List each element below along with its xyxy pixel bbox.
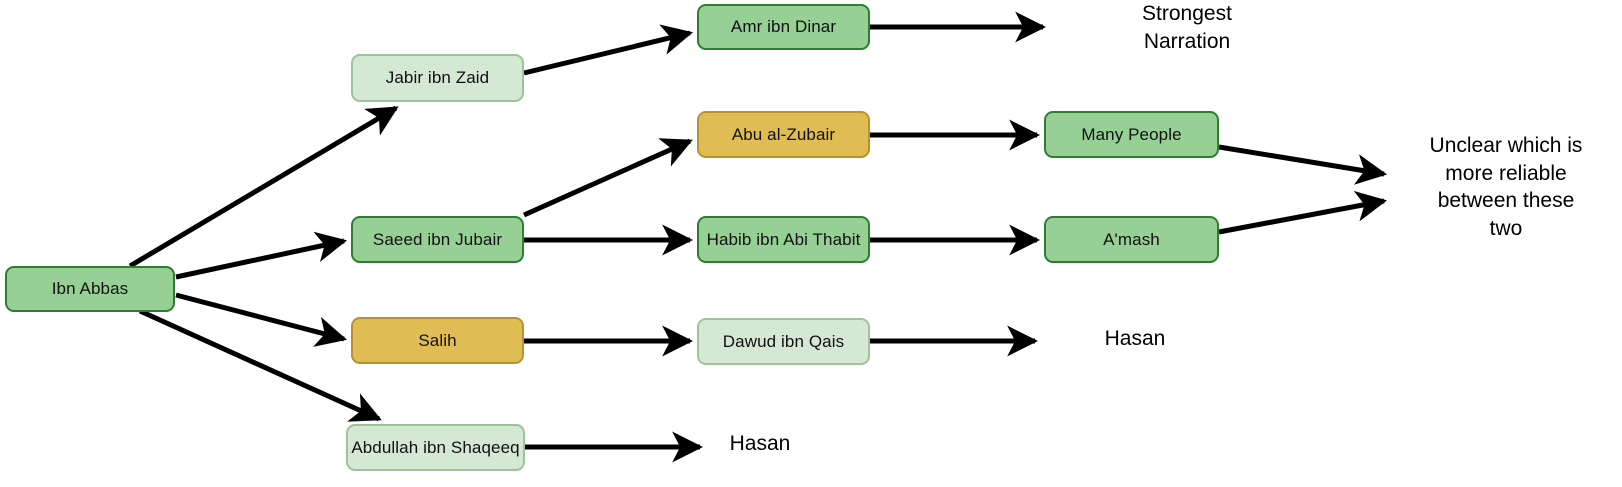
- edge-saeed-abuzubair: [522, 138, 693, 218]
- node-habib-ibn-abi-thabit[interactable]: Habib ibn Abi Thabit: [697, 216, 870, 263]
- node-amash[interactable]: A'mash: [1044, 216, 1219, 263]
- label-hasan-salih-chain: Hasan: [1104, 327, 1166, 350]
- node-label: Many People: [1081, 124, 1182, 144]
- node-label: Saeed ibn Jubair: [372, 229, 503, 249]
- node-jabir-ibn-zaid[interactable]: Jabir ibn Zaid: [351, 54, 524, 102]
- node-amr-ibn-dinar[interactable]: Amr ibn Dinar: [697, 4, 870, 50]
- edge-manypeople-unclear: [1218, 144, 1388, 185]
- edge-amash-unclear: [1218, 190, 1388, 235]
- node-label: Habib ibn Abi Thabit: [706, 229, 861, 249]
- node-saeed-ibn-jubair[interactable]: Saeed ibn Jubair: [351, 216, 524, 263]
- node-label: Ibn Abbas: [51, 279, 129, 299]
- node-ibn-abbas[interactable]: Ibn Abbas: [5, 266, 175, 312]
- node-abdullah-ibn-shaqeeq[interactable]: Abdullah ibn Shaqeeq: [346, 424, 525, 471]
- node-label: Salih: [418, 330, 457, 350]
- node-label: Abu al-Zubair: [731, 124, 836, 144]
- node-many-people[interactable]: Many People: [1044, 111, 1219, 158]
- edge-ibnabbas-jabir: [128, 105, 399, 269]
- label-hasan-abdullah-chain: Hasan: [729, 432, 791, 455]
- node-abu-al-zubair[interactable]: Abu al-Zubair: [697, 111, 870, 158]
- node-label: Dawud ibn Qais: [722, 331, 845, 351]
- node-label: Abdullah ibn Shaqeeq: [351, 437, 520, 457]
- node-label: A'mash: [1103, 229, 1160, 249]
- edge-ibnabbas-abdullah: [138, 308, 382, 422]
- edge-ibnabbas-saeed: [175, 231, 348, 280]
- node-salih[interactable]: Salih: [351, 317, 524, 364]
- node-label: Jabir ibn Zaid: [385, 68, 490, 88]
- node-label: Amr ibn Dinar: [730, 17, 837, 37]
- edge-ibnabbas-salih: [175, 292, 347, 347]
- edge-jabir-amr: [523, 24, 694, 76]
- node-dawud-ibn-qais[interactable]: Dawud ibn Qais: [697, 318, 870, 365]
